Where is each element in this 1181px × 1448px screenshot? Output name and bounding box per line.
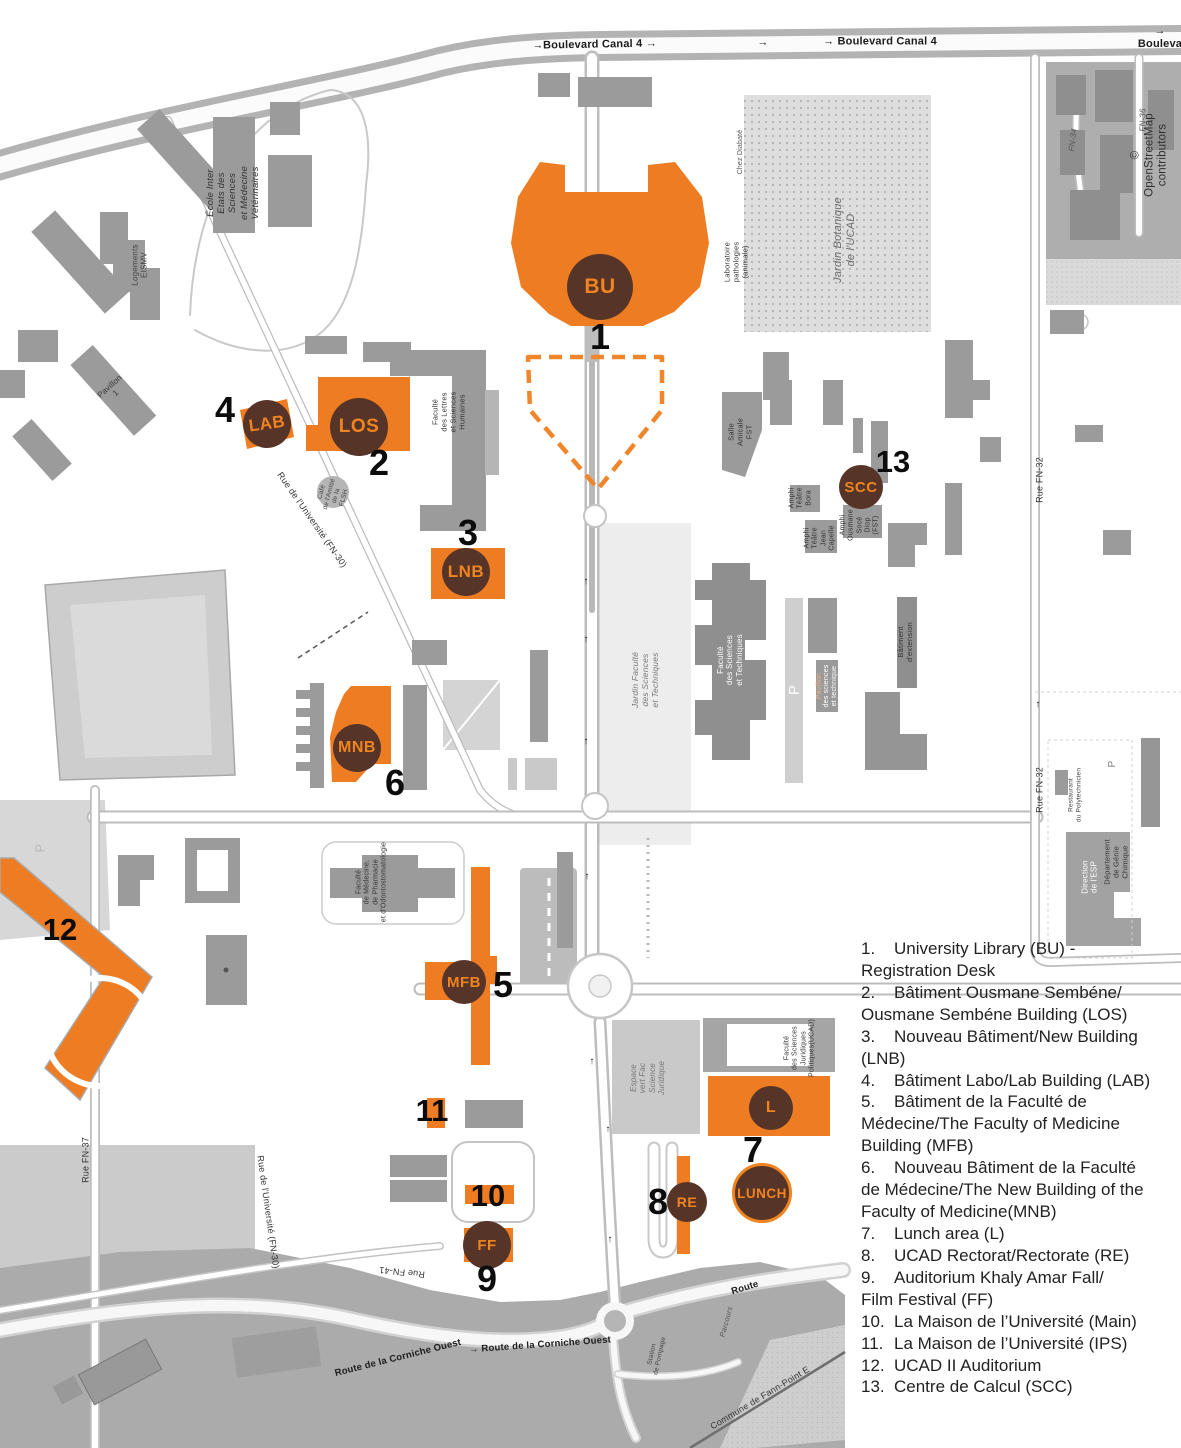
marker-number-11: 11 (415, 1093, 449, 1128)
legend-item: 1.University Library (BU) - Registration… (861, 939, 1076, 980)
badge-mnb[interactable]: MNB (333, 724, 381, 772)
legend-item: 3.Nouveau Bâtiment/New Building (LNB) (861, 1026, 1138, 1068)
coast-terrain (0, 1248, 846, 1448)
badge-mfb[interactable]: MFB (442, 960, 486, 1004)
badge-bu[interactable]: BU (567, 254, 633, 320)
legend-item: 2.Bâtiment Ousmane Sembéne/ Ousmane Semb… (861, 982, 1128, 1024)
badge-los[interactable]: LOS (330, 398, 388, 456)
badge-lnb[interactable]: LNB (442, 548, 490, 596)
badge-ff[interactable]: FF (463, 1221, 511, 1269)
buildings (0, 70, 1174, 1406)
legend-item: 12.UCAD II Auditorium (861, 1355, 1042, 1375)
marker-number-13: 13 (875, 444, 911, 479)
marker-number-9: 9 (476, 1258, 498, 1299)
badge-scc[interactable]: SCC (839, 465, 883, 509)
badge-lunch[interactable]: LUNCH (732, 1163, 792, 1223)
map-legend: 1.University Library (BU) - Registration… (861, 938, 1175, 1398)
legend-item: 6.Nouveau Bâtiment de la Faculté de Méde… (861, 1158, 1144, 1222)
legend-item: 11.La Maison de l’Université (IPS) (861, 1333, 1128, 1353)
marker-number-6: 6 (384, 762, 406, 803)
marker-number-7: 7 (742, 1129, 764, 1170)
marker-number-10: 10 (470, 1178, 506, 1213)
legend-item: 5.Bâtiment de la Faculté de Médecine/The… (861, 1092, 1120, 1156)
marker-number-1: 1 (589, 316, 611, 357)
badge-l[interactable]: L (749, 1086, 793, 1130)
dashed-details (297, 611, 1181, 959)
marker-number-2: 2 (368, 442, 390, 483)
marker-number-5: 5 (492, 964, 514, 1005)
legend-item: 9.Auditorium Khaly Amar Fall/ Film Festi… (861, 1267, 1104, 1309)
legend-item: 7.Lunch area (L) (861, 1223, 1005, 1243)
marker-number-4: 4 (214, 389, 236, 430)
badge-re[interactable]: RE (667, 1182, 707, 1222)
legend-item: 8.UCAD Rectorat/Rectorate (RE) (861, 1245, 1130, 1265)
marker-number-12: 12 (42, 912, 78, 947)
legend-item: 4.Bâtiment Labo/Lab Building (LAB) (861, 1070, 1151, 1090)
marker-number-8: 8 (647, 1181, 669, 1222)
legend-item: 13.Centre de Calcul (SCC) (861, 1377, 1073, 1397)
legend-item: 10.La Maison de l’Université (Main) (861, 1311, 1137, 1331)
marker-number-3: 3 (457, 512, 479, 553)
